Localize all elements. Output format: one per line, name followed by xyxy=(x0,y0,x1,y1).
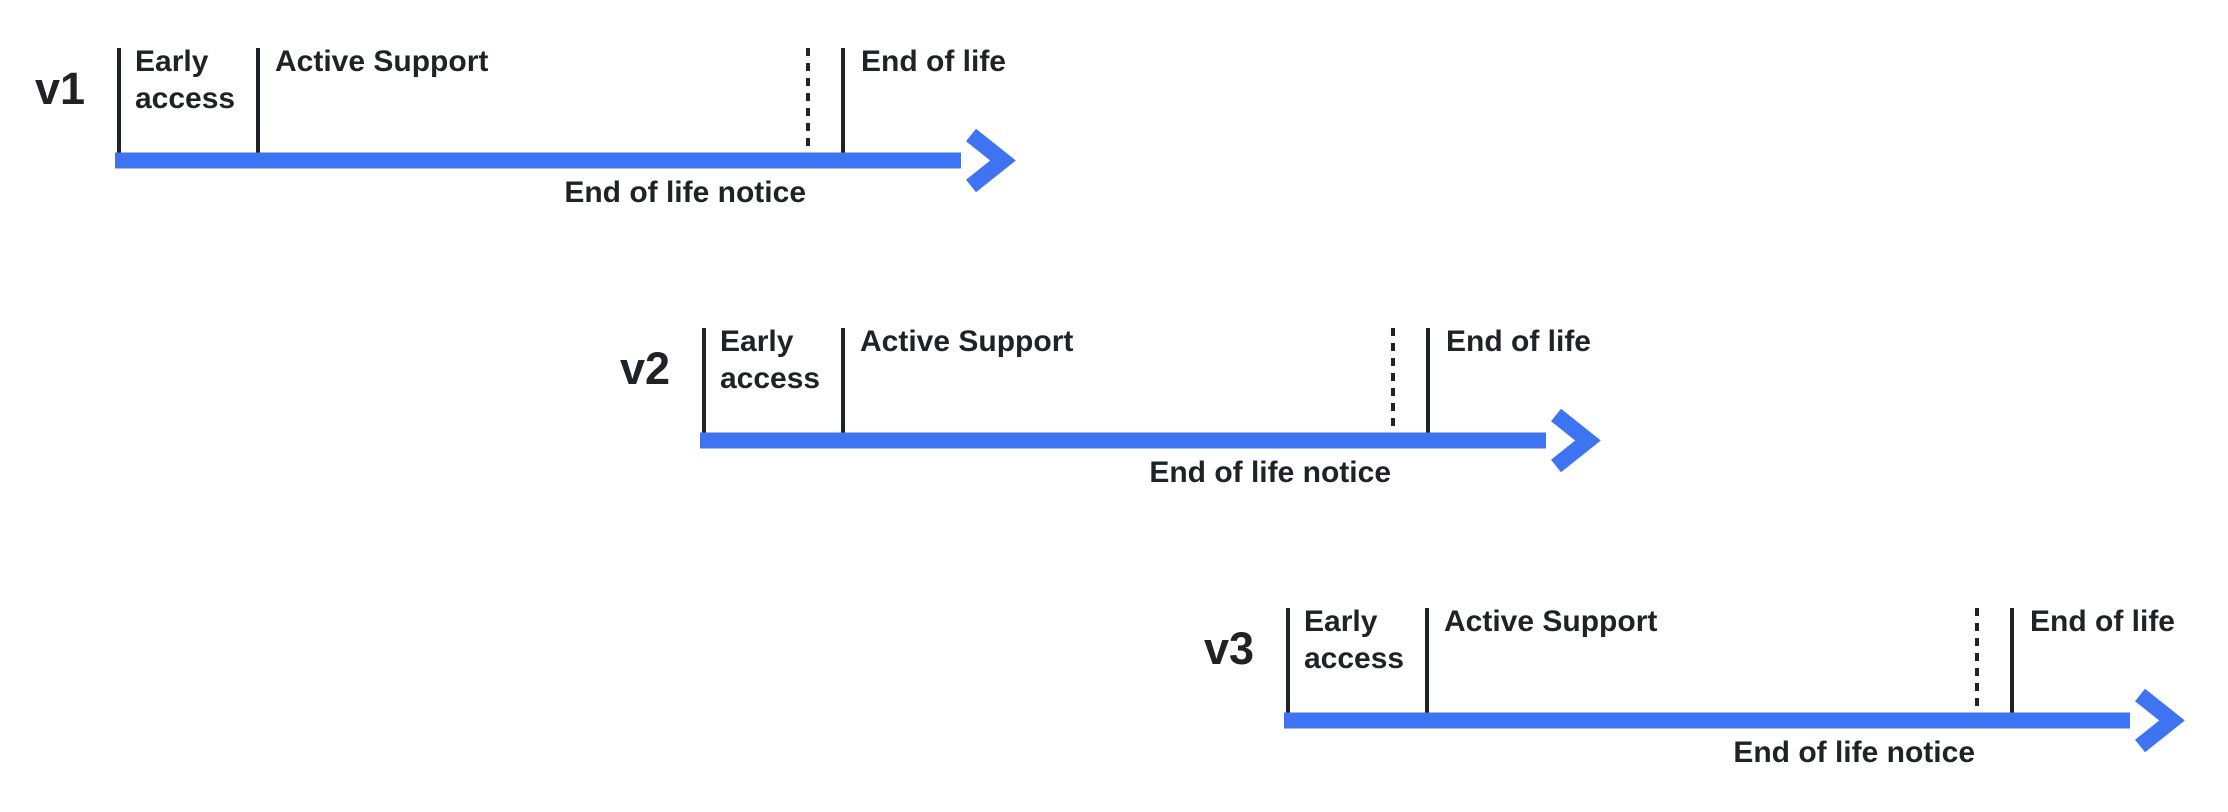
end-of-life-notice-label: End of life notice xyxy=(1733,736,1975,769)
version-label-v3: v3 xyxy=(1203,623,1255,674)
end-of-life-label: End of life xyxy=(861,45,1006,78)
early-access-start-tick xyxy=(1286,608,1290,713)
early-access-start-tick xyxy=(702,328,706,433)
end-of-life-notice-dashed-line xyxy=(1975,608,1979,713)
timeline-arrow xyxy=(115,128,1016,193)
active-support-label: Active Support xyxy=(860,325,1074,358)
active-support-start-tick xyxy=(841,328,845,433)
early-access-start-tick xyxy=(117,48,121,153)
timeline-arrow xyxy=(700,408,1601,473)
active-support-start-tick xyxy=(256,48,260,153)
version-label-v1: v1 xyxy=(34,63,86,114)
end-of-life-label: End of life xyxy=(2030,605,2175,638)
end-of-life-tick xyxy=(2010,608,2014,713)
active-support-label: Active Support xyxy=(275,45,489,78)
active-support-start-tick xyxy=(1425,608,1429,713)
end-of-life-notice-dashed-line xyxy=(806,48,810,153)
active-support-label: Active Support xyxy=(1444,605,1658,638)
end-of-life-notice-label: End of life notice xyxy=(564,176,806,209)
early-access-label: Early access xyxy=(1304,605,1405,675)
end-of-life-tick xyxy=(1426,328,1430,433)
end-of-life-label: End of life xyxy=(1446,325,1591,358)
early-access-label: Early access xyxy=(135,45,236,115)
end-of-life-notice-dashed-line xyxy=(1391,328,1395,433)
end-of-life-notice-label: End of life notice xyxy=(1149,456,1391,489)
end-of-life-tick xyxy=(841,48,845,153)
timeline-arrow xyxy=(1284,688,2185,753)
version-label-v2: v2 xyxy=(619,343,671,394)
early-access-label: Early access xyxy=(720,325,821,395)
